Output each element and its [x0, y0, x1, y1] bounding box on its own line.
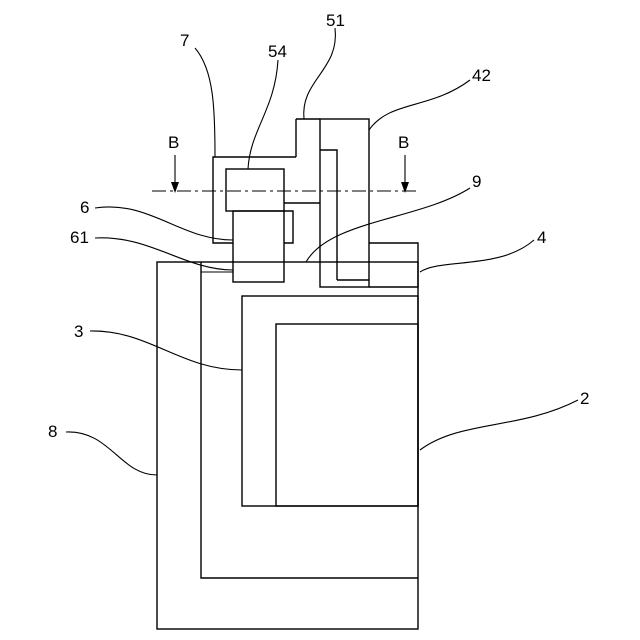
label-51: 51: [326, 11, 345, 30]
label-2: 2: [580, 389, 589, 408]
label-section-b-right: B: [398, 133, 409, 152]
label-9: 9: [472, 172, 481, 191]
leader-42: [369, 80, 470, 130]
leader-8: [66, 432, 157, 475]
housing-8: [157, 262, 418, 629]
label-3: 3: [74, 322, 83, 341]
part-4: [369, 243, 418, 287]
label-8: 8: [48, 422, 57, 441]
inner-wall: [201, 262, 418, 578]
part-54: [226, 169, 284, 211]
leader-7: [195, 48, 215, 157]
label-section-b-left: B: [168, 133, 179, 152]
leader-3: [90, 331, 242, 370]
part-2: [276, 324, 418, 506]
part-42-inner: [320, 150, 337, 280]
part-7-right: [284, 211, 293, 243]
label-54: 54: [268, 42, 287, 61]
leader-9: [306, 188, 470, 262]
part-6: [233, 211, 284, 282]
label-6: 6: [80, 198, 89, 217]
leader-2: [420, 400, 578, 450]
label-42: 42: [472, 66, 491, 85]
label-61: 61: [70, 228, 89, 247]
leader-54: [248, 60, 278, 169]
label-7: 7: [180, 31, 189, 50]
label-4: 4: [537, 228, 546, 247]
leader-51: [304, 28, 336, 119]
leader-4: [420, 240, 534, 272]
part-3: [242, 296, 418, 506]
